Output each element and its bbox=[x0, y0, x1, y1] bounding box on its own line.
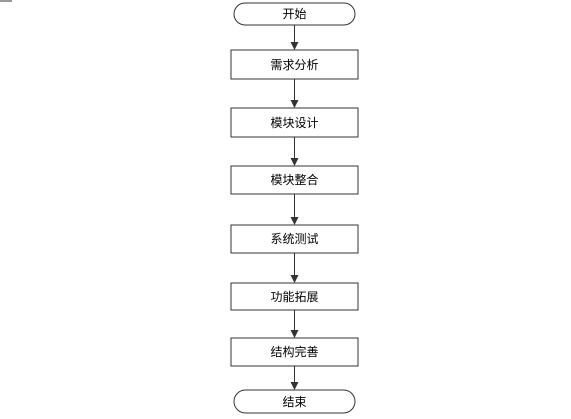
step-label: 模块整合 bbox=[270, 172, 318, 187]
step-module-integration: 模块整合 bbox=[230, 165, 359, 195]
start-label: 开始 bbox=[282, 7, 306, 21]
step-shape bbox=[230, 224, 359, 254]
step-module-design: 模块设计 bbox=[230, 107, 359, 138]
end-label: 结束 bbox=[282, 395, 306, 409]
step-shape bbox=[230, 165, 359, 195]
start-node: 开始 bbox=[233, 2, 356, 26]
step-shape bbox=[230, 107, 359, 138]
end-shape bbox=[233, 389, 356, 414]
step-label: 系统测试 bbox=[270, 231, 318, 246]
step-requirements-analysis: 需求分析 bbox=[230, 49, 359, 80]
step-shape bbox=[230, 337, 359, 367]
end-node: 结束 bbox=[233, 389, 356, 414]
step-label: 结构完善 bbox=[270, 344, 318, 359]
step-label: 需求分析 bbox=[270, 58, 318, 72]
step-structure-refinement: 结构完善 bbox=[230, 337, 359, 367]
step-label: 功能拓展 bbox=[270, 290, 318, 304]
step-feature-extension: 功能拓展 bbox=[230, 282, 359, 311]
step-shape bbox=[230, 49, 359, 80]
step-shape bbox=[230, 282, 359, 311]
step-system-testing: 系统测试 bbox=[230, 224, 359, 254]
step-label: 模块设计 bbox=[270, 116, 318, 130]
